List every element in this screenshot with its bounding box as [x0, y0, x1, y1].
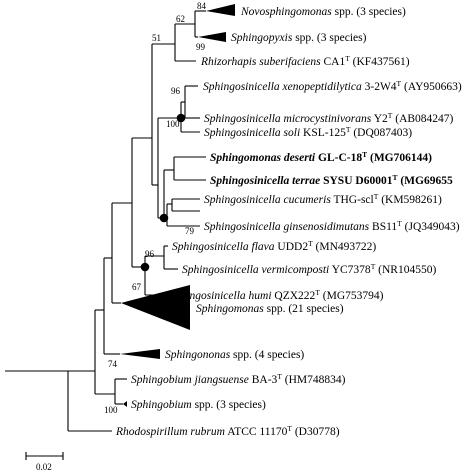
taxon-label-terrae: Sphingosinicella terrae SYSU D60001T (MG… — [210, 173, 453, 187]
bootstrap-values: 84 62 99 51 96 100 79 96 67 74 100 — [104, 1, 207, 415]
clade-triangle-sphingononas — [120, 349, 160, 359]
node-dot — [176, 113, 186, 123]
taxon-label-novosphingomonas: Novosphingomonas spp. (3 species) — [240, 6, 406, 18]
taxon-label-rhodospirillum: Rhodospirillum rubrum ATCC 11170T (D3077… — [115, 424, 340, 438]
scale-bar-label: 0.02 — [36, 462, 52, 472]
clade-triangle-novosphingomonas — [206, 4, 235, 16]
collapsed-clades — [120, 4, 235, 407]
clade-triangle-sphingopyxis — [198, 32, 226, 42]
bootstrap-value: 96 — [171, 86, 181, 96]
taxon-label-sphingopyxis: Sphingopyxis spp. (3 species) — [231, 32, 367, 44]
taxon-label-rhizorhapis: Rhizorhapis suberifaciens CA1T (KF437561… — [200, 54, 410, 68]
clade-triangle-sphingomonas-21 — [121, 285, 190, 330]
taxon-label-microcystinivorans: Sphingosinicella microcystinivorans Y2T … — [204, 111, 454, 125]
node-dot — [140, 262, 150, 272]
bootstrap-value: 67 — [132, 282, 142, 292]
taxon-label-flava: Sphingosinicella flava UDD2T (MN493722) — [172, 239, 376, 253]
taxon-label-deserti: Sphingomonas deserti GL-C-18T (MG706144) — [210, 150, 432, 164]
node-markers — [140, 113, 186, 272]
tree-branches — [5, 10, 206, 432]
taxon-label-xenopeptidilytica: Sphingosinicella xenopeptidilytica 3-2W4… — [203, 79, 462, 93]
taxon-label-sphingobium-spp: Sphingobium spp. (3 species) — [131, 399, 266, 411]
taxon-label-sphingomonas-21: Sphingomonas spp. (21 species) — [196, 303, 344, 315]
taxon-labels: Novosphingomonas spp. (3 species) Sphing… — [115, 6, 462, 438]
clade-triangle-sphingobium — [123, 401, 127, 407]
taxon-label-sphingobium-jiangsuense: Sphingobium jiangsuense BA-3T (HM748834) — [131, 372, 346, 386]
node-dot — [159, 213, 169, 223]
bootstrap-value: 96 — [145, 249, 155, 259]
taxon-label-soli: Sphingosinicella soli KSL-125T (DQ087403… — [204, 125, 412, 139]
bootstrap-value: 62 — [176, 14, 185, 24]
scale-bar: 0.02 — [25, 452, 64, 472]
taxon-label-vermicomposti: Sphingosinicella vermicomposti YC7378T (… — [182, 262, 436, 276]
bootstrap-value: 100 — [166, 119, 180, 129]
bootstrap-value: 51 — [152, 33, 161, 43]
taxon-label-cucumeris: Sphingosinicella cucumeris THG-sclT (KM5… — [204, 192, 442, 206]
bootstrap-value: 79 — [185, 226, 195, 236]
bootstrap-value: 74 — [108, 359, 118, 369]
bootstrap-value: 99 — [196, 42, 206, 52]
bootstrap-value: 84 — [197, 1, 207, 11]
taxon-label-humi: Sphingosinicella humi QZX222T (MG753794) — [169, 288, 384, 302]
bootstrap-value: 100 — [104, 405, 118, 415]
taxon-label-sphingononas: Sphingononas spp. (4 species) — [165, 349, 304, 361]
taxon-label-ginsenosidimutans: Sphingosinicella ginsenosidimutans BS11T… — [204, 219, 460, 233]
